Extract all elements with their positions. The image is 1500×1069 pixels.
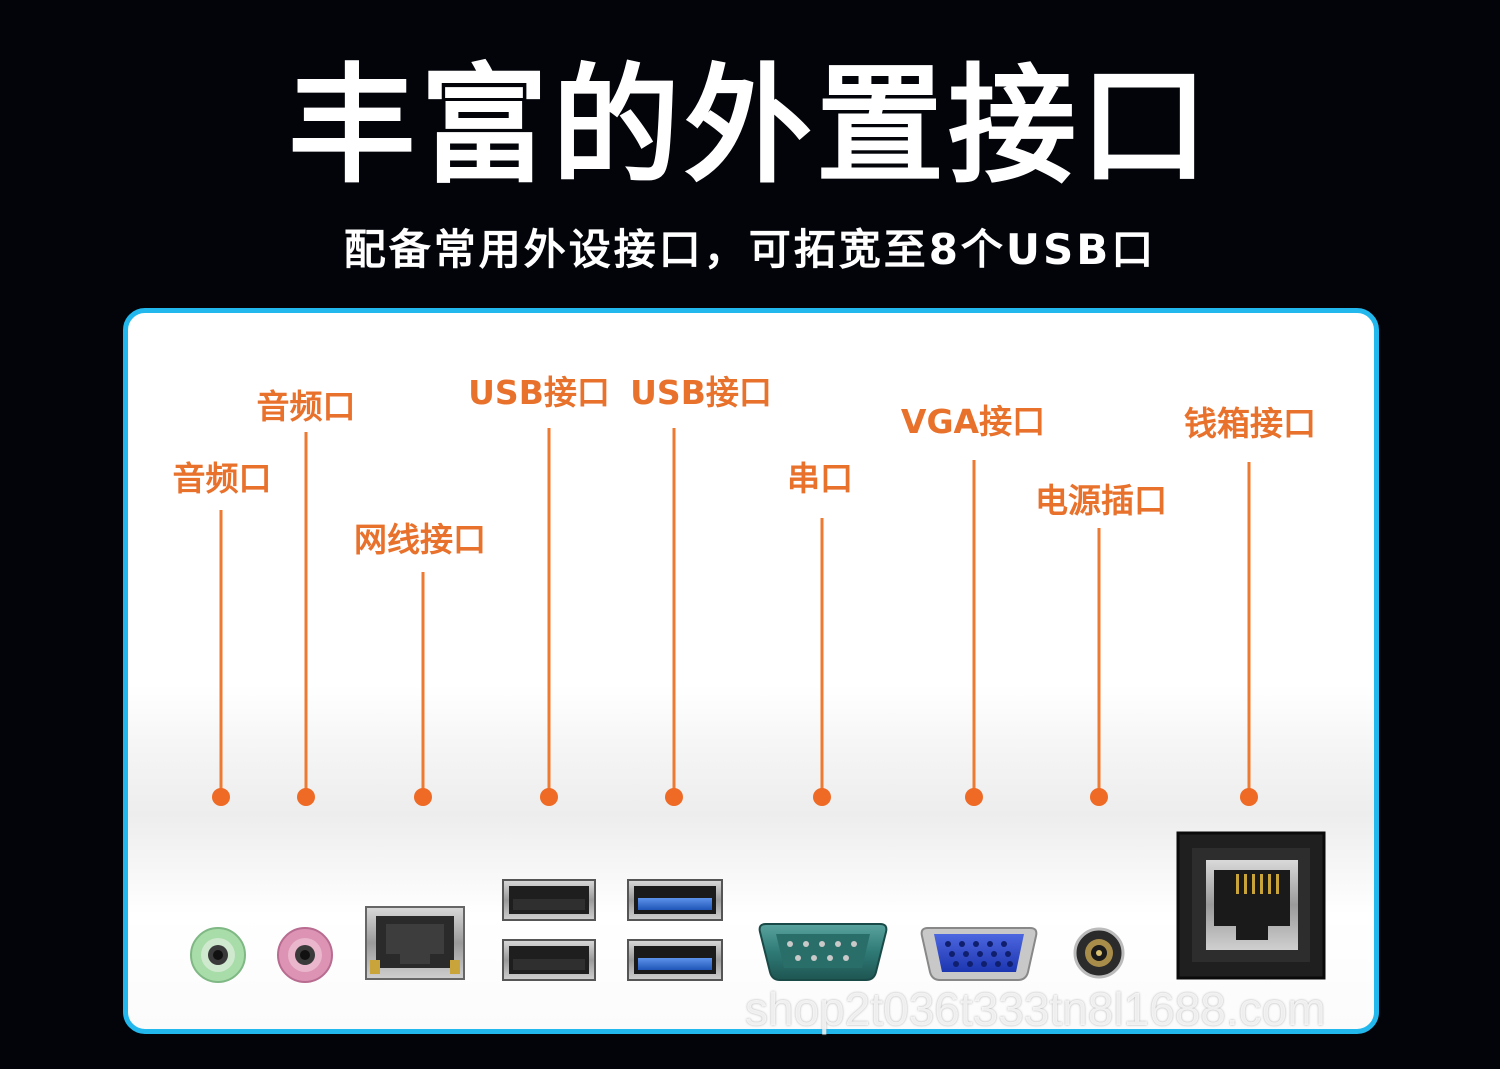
leader-line-power <box>1097 528 1101 798</box>
label-vga: VGA接口 <box>900 402 1046 441</box>
label-power: 电源插口 <box>1035 481 1167 520</box>
dot-usb-1 <box>540 788 558 806</box>
vga-port-icon <box>920 927 1038 981</box>
page-subtitle: 配备常用外设接口，可拓宽至8个USB口 <box>343 225 1157 274</box>
label-usb-2: USB接口 <box>630 373 772 412</box>
rj11-cash-drawer-port-icon <box>1176 831 1326 980</box>
label-audio-2: 音频口 <box>256 387 356 426</box>
watermark: shop2t036t333tn8l1688.com <box>745 983 1326 1035</box>
label-serial: 串口 <box>787 459 853 498</box>
dot-network <box>414 788 432 806</box>
leader-line-usb-2 <box>672 428 676 798</box>
ports-panel <box>123 308 1379 1034</box>
dot-audio-2 <box>297 788 315 806</box>
serial-db9-port-icon <box>758 923 888 981</box>
page-title: 丰富的外置接口 <box>287 52 1212 201</box>
leader-line-network <box>421 572 425 798</box>
dc-power-jack-icon <box>1073 927 1125 979</box>
leader-line-usb-1 <box>547 428 551 798</box>
dot-power <box>1090 788 1108 806</box>
dot-audio-1 <box>212 788 230 806</box>
label-network: 网线接口 <box>354 520 486 559</box>
usb3-port-icon <box>627 879 723 981</box>
dot-cash-drawer <box>1240 788 1258 806</box>
audio-jack-pink-icon <box>277 927 333 983</box>
leader-line-audio-1 <box>219 510 223 798</box>
dot-usb-2 <box>665 788 683 806</box>
audio-jack-green-icon <box>190 927 246 983</box>
dot-vga <box>965 788 983 806</box>
leader-line-cash-drawer <box>1247 462 1251 798</box>
label-cash-drawer: 钱箱接口 <box>1184 404 1316 443</box>
label-audio-1: 音频口 <box>172 459 272 498</box>
dot-serial <box>813 788 831 806</box>
leader-line-vga <box>972 460 976 798</box>
leader-line-audio-2 <box>304 432 308 798</box>
usb2-port-icon <box>502 879 596 981</box>
ethernet-port-icon <box>365 906 465 980</box>
label-usb-1: USB接口 <box>468 373 610 412</box>
leader-line-serial <box>820 518 824 798</box>
